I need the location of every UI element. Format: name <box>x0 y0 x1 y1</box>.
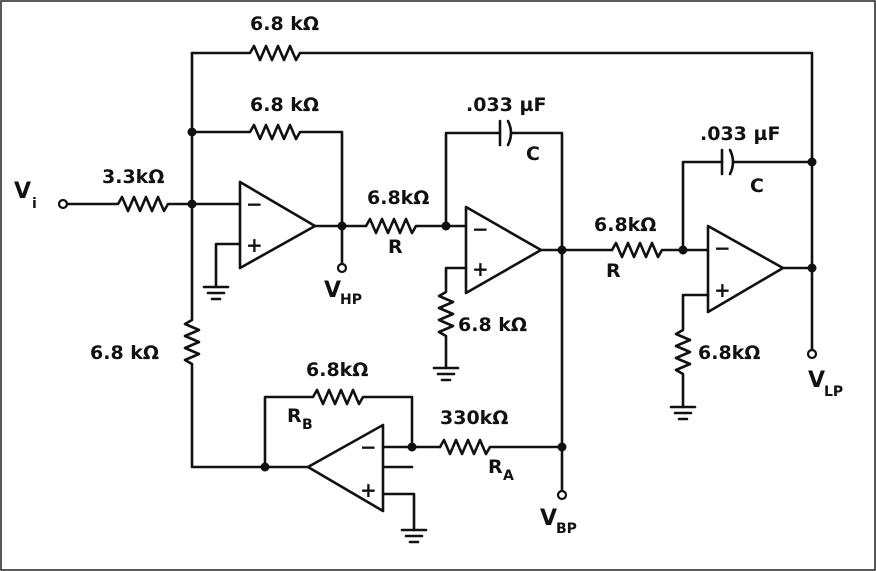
label-ra-symbol-sub: A <box>503 468 514 484</box>
label-r-top-feedback: 6.8 kΩ <box>250 13 319 35</box>
label-c2-value: .033 µF <box>700 123 780 145</box>
label-c2-symbol: C <box>750 175 764 197</box>
vbp-terminal <box>556 489 568 501</box>
label-r-integrator2-symbol: R <box>606 260 621 282</box>
opamp2 <box>464 205 543 295</box>
label-rb-symbol-sub: B <box>302 417 313 433</box>
label-vlp-sub: LP <box>824 384 843 400</box>
opamp1-plus: + <box>246 233 263 257</box>
label-r-left-vertical: 6.8 kΩ <box>90 342 159 364</box>
opamp3-output-wire <box>781 266 814 352</box>
r-integrator2 <box>610 241 710 259</box>
ground4 <box>400 528 428 544</box>
left-bus-wire <box>183 51 414 469</box>
opamp3-plus: + <box>714 278 731 302</box>
r-integrator1 <box>364 217 468 235</box>
opamp4-minus: − <box>360 435 377 459</box>
label-c1-value: .033 µF <box>466 94 546 116</box>
opamp4-plus: + <box>360 478 377 502</box>
label-vi-sub: i <box>32 196 37 212</box>
label-vlp-main: V <box>808 368 825 393</box>
c2-plate-right <box>728 148 735 176</box>
opamp3 <box>706 224 785 314</box>
label-ra-value: 330kΩ <box>440 407 508 429</box>
label-vbp-main: V <box>540 506 557 531</box>
opamp2-plus: + <box>472 257 489 281</box>
vlp-terminal <box>806 348 818 360</box>
c1-feedback-wire <box>444 131 564 252</box>
label-rb-value: 6.8kΩ <box>306 359 368 381</box>
opamp1 <box>238 180 317 270</box>
label-c1-symbol: C <box>526 143 540 165</box>
c1-plate-right <box>506 119 513 147</box>
hp-feedback-wire <box>190 123 344 228</box>
ground1 <box>202 285 230 301</box>
opamp1-plus-wire <box>214 242 242 289</box>
label-r-integrator2-bias: 6.8kΩ <box>698 342 760 364</box>
opamp3-bias-wire <box>674 293 710 409</box>
label-ra-symbol-main: R <box>488 456 503 478</box>
opamp4-plus-wire <box>381 492 416 532</box>
opamp4 <box>306 423 385 513</box>
label-r-integrator2: 6.8kΩ <box>594 214 656 236</box>
vhp-terminal <box>336 262 348 274</box>
label-vhp-main: V <box>324 278 341 303</box>
opamp1-minus: − <box>246 192 263 216</box>
label-vi-main: V <box>14 179 31 204</box>
label-r-integrator1-symbol: R <box>388 236 403 258</box>
opamp3-minus: − <box>714 236 731 260</box>
label-vhp-sub: HP <box>340 292 362 308</box>
ra-wire <box>438 438 564 456</box>
opamp2-bias-wire <box>437 266 468 370</box>
input-wire <box>65 195 242 213</box>
opamp2-minus: − <box>472 217 489 241</box>
label-vbp-sub: BP <box>556 521 577 537</box>
rb-wire <box>263 388 414 469</box>
ground3 <box>669 405 697 421</box>
junction-dots <box>187 127 817 472</box>
label-rb-symbol-main: R <box>287 405 302 427</box>
ground2 <box>432 366 460 382</box>
label-r-integrator1-bias: 6.8 kΩ <box>458 314 527 336</box>
label-r-input: 3.3kΩ <box>102 166 164 188</box>
label-r-integrator1: 6.8kΩ <box>367 187 429 209</box>
label-r-hp-feedback: 6.8 kΩ <box>250 94 319 116</box>
top-feedback-wire <box>190 44 814 164</box>
